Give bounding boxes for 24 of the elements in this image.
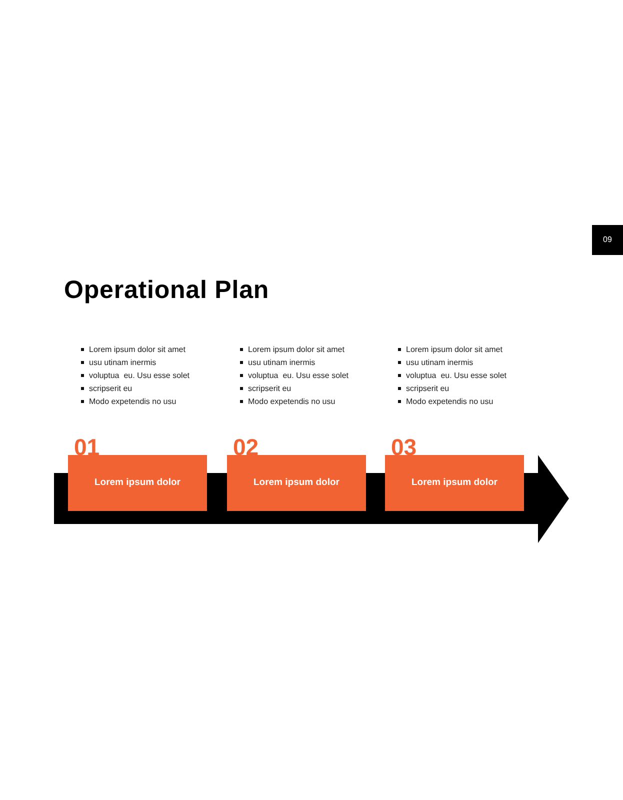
page-number: 09 [603, 235, 612, 245]
bullet-item: Lorem ipsum dolor sit amet [398, 343, 507, 356]
step-number: 02 [233, 434, 259, 460]
bullet-item: Modo expetendis no usu [398, 395, 507, 408]
step-number: 03 [391, 434, 417, 460]
step-title: Lorem ipsum dolor [253, 477, 340, 489]
step-title: Lorem ipsum dolor [94, 477, 181, 489]
bullet-item: usu utinam inermis [240, 356, 349, 369]
bullet-item: scripserit eu [240, 382, 349, 395]
bullet-item: voluptua eu. Usu esse solet [398, 369, 507, 382]
slide-title: Operational Plan [64, 275, 270, 305]
bullet-item: voluptua eu. Usu esse solet [81, 369, 190, 382]
bullet-item: Modo expetendis no usu [81, 395, 190, 408]
bullet-item: scripserit eu [81, 382, 190, 395]
bullet-item: usu utinam inermis [81, 356, 190, 369]
bullet-item: usu utinam inermis [398, 356, 507, 369]
bullet-item: Lorem ipsum dolor sit amet [240, 343, 349, 356]
bullet-item: Lorem ipsum dolor sit amet [81, 343, 190, 356]
bullet-item: Modo expetendis no usu [240, 395, 349, 408]
step-title: Lorem ipsum dolor [411, 477, 498, 489]
page-number-box [592, 225, 623, 255]
bullet-item: voluptua eu. Usu esse solet [240, 369, 349, 382]
bullet-item: scripserit eu [398, 382, 507, 395]
step-number: 01 [74, 434, 100, 460]
